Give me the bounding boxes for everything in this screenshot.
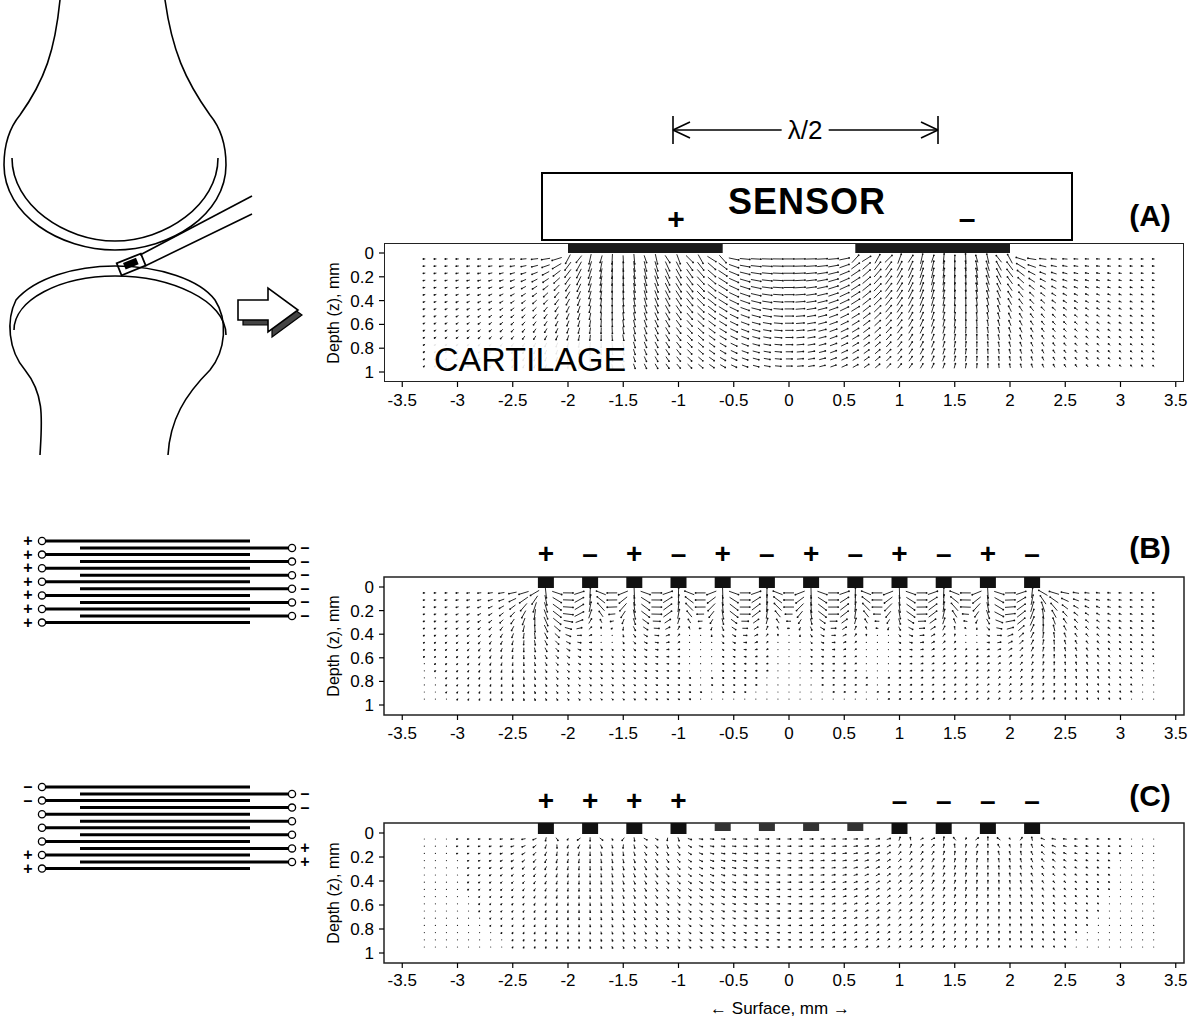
- electrode-finger: [715, 823, 731, 831]
- plot-axes: [379, 823, 1184, 968]
- electrode-finger: [847, 577, 863, 588]
- electrode-finger: [582, 823, 598, 834]
- electrode-finger: [582, 577, 598, 588]
- electrode-finger: [980, 577, 996, 588]
- electrode-finger: [538, 823, 554, 834]
- lower-bone: [10, 266, 224, 455]
- probe-lead: [140, 196, 252, 255]
- electrode-finger: [847, 823, 863, 831]
- electrode-finger: [759, 823, 775, 831]
- electrode-finger: [1024, 823, 1040, 834]
- electrode-finger: [803, 823, 819, 831]
- plot-frame: [384, 823, 1184, 963]
- electrode-finger: [626, 823, 642, 834]
- electrode-finger: [626, 577, 642, 588]
- lower-cartilage: [14, 276, 226, 335]
- pointer-arrow: [238, 288, 302, 337]
- electrode-finger: [715, 577, 731, 588]
- plot-axes: [379, 577, 1184, 720]
- probe-lead: [145, 214, 252, 266]
- electrode-finger: [1024, 577, 1040, 588]
- electrode-finger: [936, 823, 952, 834]
- electrode-finger: [892, 577, 908, 588]
- electrode-finger: [936, 577, 952, 588]
- electrode-finger: [892, 823, 908, 834]
- electrode-finger: [759, 577, 775, 588]
- plot-frame: [384, 577, 1184, 715]
- joint-sketch: [4, 0, 252, 455]
- electrode-finger: [671, 823, 687, 834]
- electrode-finger: [980, 823, 996, 834]
- electrode-finger: [671, 577, 687, 588]
- upper-bone: [4, 0, 226, 250]
- electrode-finger: [538, 577, 554, 588]
- electrode-finger: [803, 577, 819, 588]
